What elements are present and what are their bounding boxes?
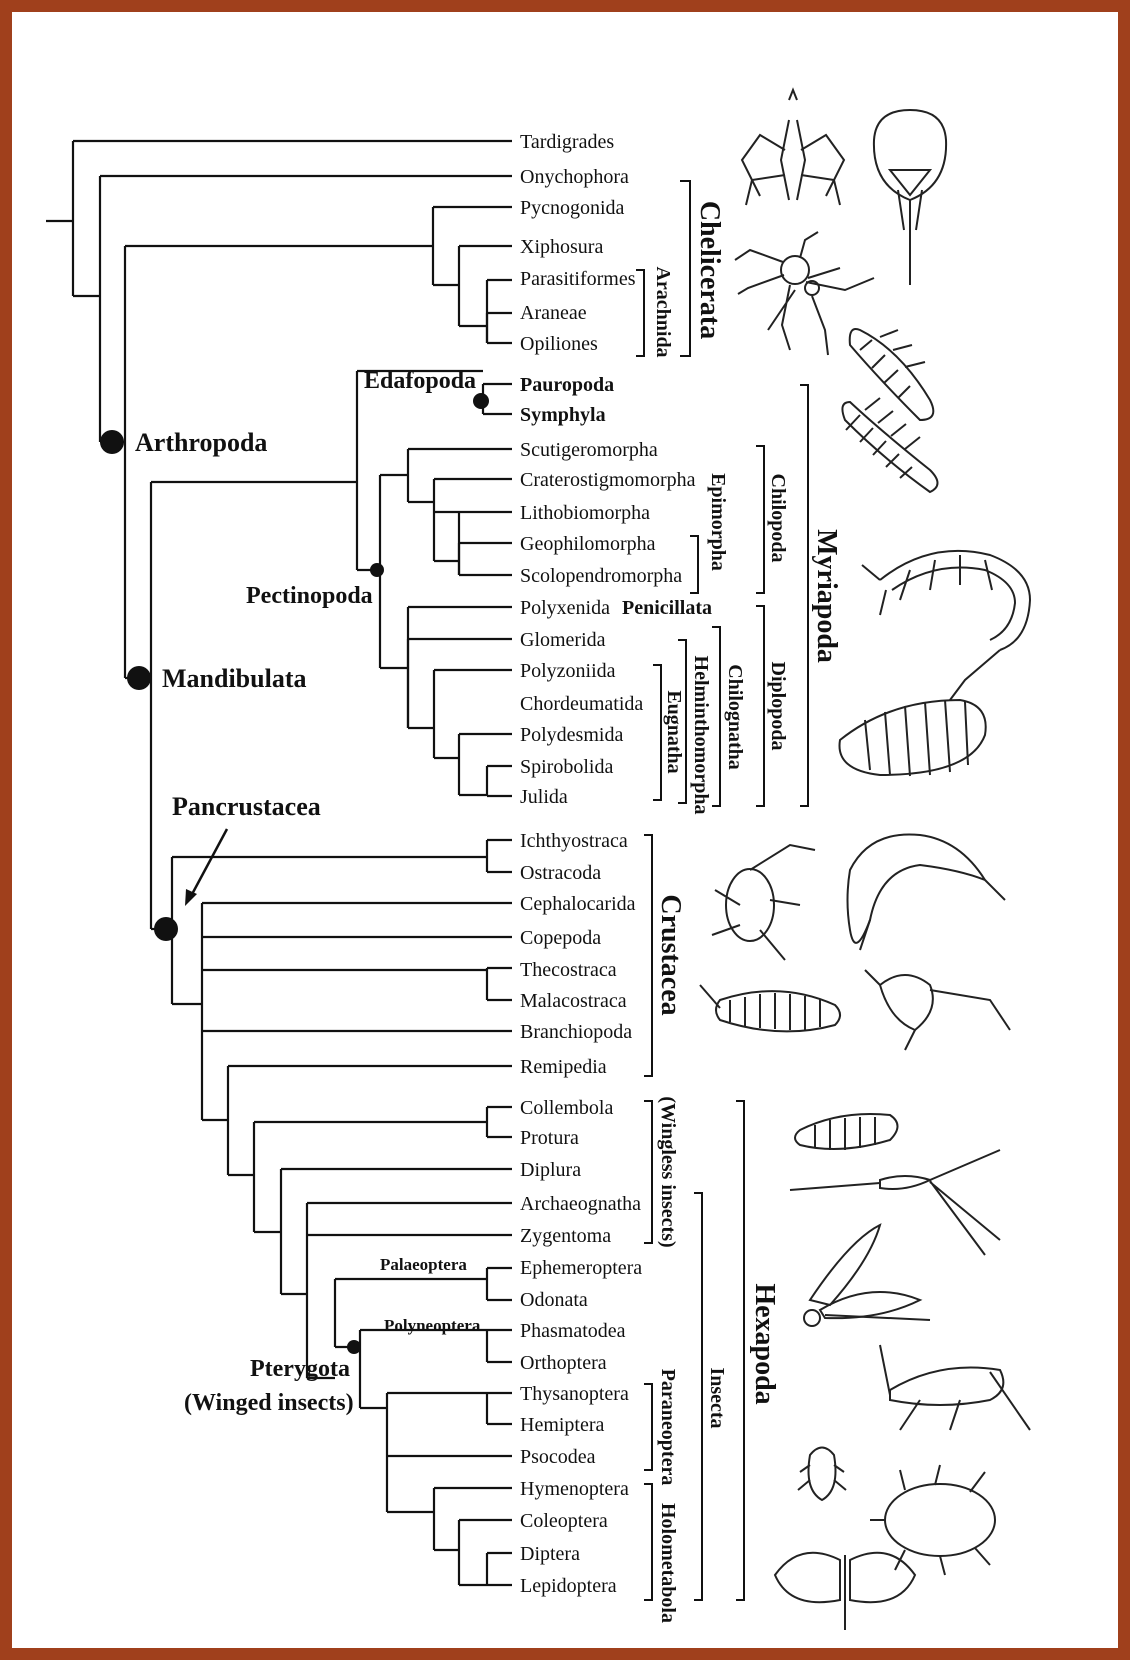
taxon-label: Archaeognatha <box>520 1193 641 1215</box>
taxon-label: Malacostraca <box>520 990 627 1012</box>
hexapoda-label: Hexapoda <box>749 1283 780 1404</box>
taxon-label: Scutigeromorpha <box>520 439 658 461</box>
taxon-label: Pauropoda <box>520 374 614 396</box>
taxon-label: Cephalocarida <box>520 893 636 915</box>
grasshopper-drawing <box>880 1345 1030 1430</box>
taxon-label: Diplura <box>520 1159 581 1181</box>
taxon-label: Geophilomorpha <box>520 533 656 555</box>
taxon-label: Polyxenida <box>520 597 610 619</box>
taxon-label: Symphyla <box>520 404 606 426</box>
chelicerata-label: Chelicerata <box>694 201 725 339</box>
horseshoe-crab-drawing <box>874 110 946 285</box>
beetle-drawing <box>870 1465 995 1575</box>
taxon-label: Lithobiomorpha <box>520 502 650 524</box>
ostracod-drawing <box>712 845 815 960</box>
pancrustacea-arrow <box>190 829 227 898</box>
taxon-label: Odonata <box>520 1289 588 1311</box>
polyneoptera-label: Polyneoptera <box>384 1316 481 1335</box>
taxon-label: Branchiopoda <box>520 1021 632 1043</box>
winged-insects-label: (Winged insects) <box>184 1390 354 1416</box>
taxon-label: Zygentoma <box>520 1225 611 1247</box>
taxon-label: Psocodea <box>520 1446 596 1468</box>
dragonfly-drawing <box>804 1225 930 1326</box>
moth-drawing <box>775 1553 915 1630</box>
taxon-label: Pycnogonida <box>520 197 625 219</box>
penicillata-label: Penicillata <box>622 597 712 619</box>
taxon-label: Collembola <box>520 1097 613 1119</box>
holometabola-label: Holometabola <box>657 1503 679 1623</box>
mandibulata-label: Mandibulata <box>162 664 307 693</box>
arthropoda-node <box>100 430 124 454</box>
edafopoda-node <box>473 393 489 409</box>
vertical-group-labels: Arachnida Chelicerata Epimorpha Chilopod… <box>652 201 842 1623</box>
epimorpha-label: Epimorpha <box>707 473 729 571</box>
taxon-label: Ephemeroptera <box>520 1257 642 1279</box>
silverfish-drawing <box>790 1150 1000 1255</box>
taxon-label: Orthoptera <box>520 1352 607 1374</box>
pancrustacea-label: Pancrustacea <box>172 792 321 821</box>
pectinopoda-label: Pectinopoda <box>246 583 373 609</box>
taxon-label: Chordeumatida <box>520 693 643 715</box>
taxon-label: Ichthyostraca <box>520 830 628 852</box>
pectinopoda-node <box>370 563 384 577</box>
mandibulata-node <box>127 666 151 690</box>
taxon-label: Spirobolida <box>520 756 613 778</box>
taxon-label: Julida <box>520 786 568 808</box>
arrowhead <box>185 889 197 906</box>
taxon-label: Glomerida <box>520 629 606 651</box>
taxon-label: Protura <box>520 1127 579 1149</box>
pancrustacea-node <box>154 917 178 941</box>
springtail-drawing <box>795 1114 898 1150</box>
paraneoptera-label: Paraneoptera <box>657 1369 679 1486</box>
shrimp-drawing <box>848 834 1006 950</box>
taxon-label: Onychophora <box>520 166 629 188</box>
taxon-label: Phasmatodea <box>520 1320 626 1342</box>
taxon-label: Xiphosura <box>520 236 603 258</box>
millipede-drawing <box>840 700 986 776</box>
taxon-label: Craterostigmomorpha <box>520 469 696 491</box>
symphylan-drawing <box>842 398 937 492</box>
taxon-label: Copepoda <box>520 927 601 949</box>
taxon-label: Diptera <box>520 1543 580 1565</box>
crustacea-label: Crustacea <box>655 894 686 1015</box>
centipede-drawing <box>862 551 1030 700</box>
chilopoda-label: Chilopoda <box>767 474 789 563</box>
spider-drawing <box>735 232 874 355</box>
taxon-label: Polyzoniida <box>520 660 616 682</box>
sea-spider-drawing <box>742 90 844 205</box>
remipede-drawing <box>700 985 840 1031</box>
taxon-label: Remipedia <box>520 1056 607 1078</box>
taxon-label: Parasitiformes <box>520 268 636 290</box>
pauropod-drawing <box>850 329 934 420</box>
insecta-label: Insecta <box>706 1367 728 1428</box>
taxon-label: Ostracoda <box>520 862 601 884</box>
edafopoda-label: Edafopoda <box>364 368 476 394</box>
taxon-label: Hymenoptera <box>520 1478 629 1500</box>
pterygota-node <box>347 1340 361 1354</box>
pterygota-label: Pterygota <box>250 1356 350 1382</box>
eugnatha-label: Eugnatha <box>663 690 685 773</box>
taxon-label: Coleoptera <box>520 1510 608 1532</box>
chilognatha-label: Chilognatha <box>724 664 746 770</box>
arachnida-label: Arachnida <box>652 266 674 357</box>
diplopoda-label: Diplopoda <box>767 662 789 751</box>
taxon-label: Thecostraca <box>520 959 617 981</box>
taxon-label: Araneae <box>520 302 587 324</box>
arthropoda-label: Arthropoda <box>135 428 267 457</box>
wingless-insects-label: (Wingless insects) <box>657 1096 679 1247</box>
myriapoda-label: Myriapoda <box>811 529 842 663</box>
helminthomorpha-label: Helminthomorpha <box>690 656 712 815</box>
taxon-label: Lepidoptera <box>520 1575 617 1597</box>
copepod-drawing <box>865 970 1010 1050</box>
taxon-label: Scolopendromorpha <box>520 565 682 587</box>
taxon-label: Polydesmida <box>520 724 623 746</box>
taxon-label: Hemiptera <box>520 1414 605 1436</box>
palaeoptera-label: Palaeoptera <box>380 1255 467 1274</box>
taxon-label: Thysanoptera <box>520 1383 629 1405</box>
taxon-label: Opiliones <box>520 333 598 355</box>
taxon-label: Tardigrades <box>520 131 614 153</box>
louse-drawing <box>798 1448 846 1501</box>
